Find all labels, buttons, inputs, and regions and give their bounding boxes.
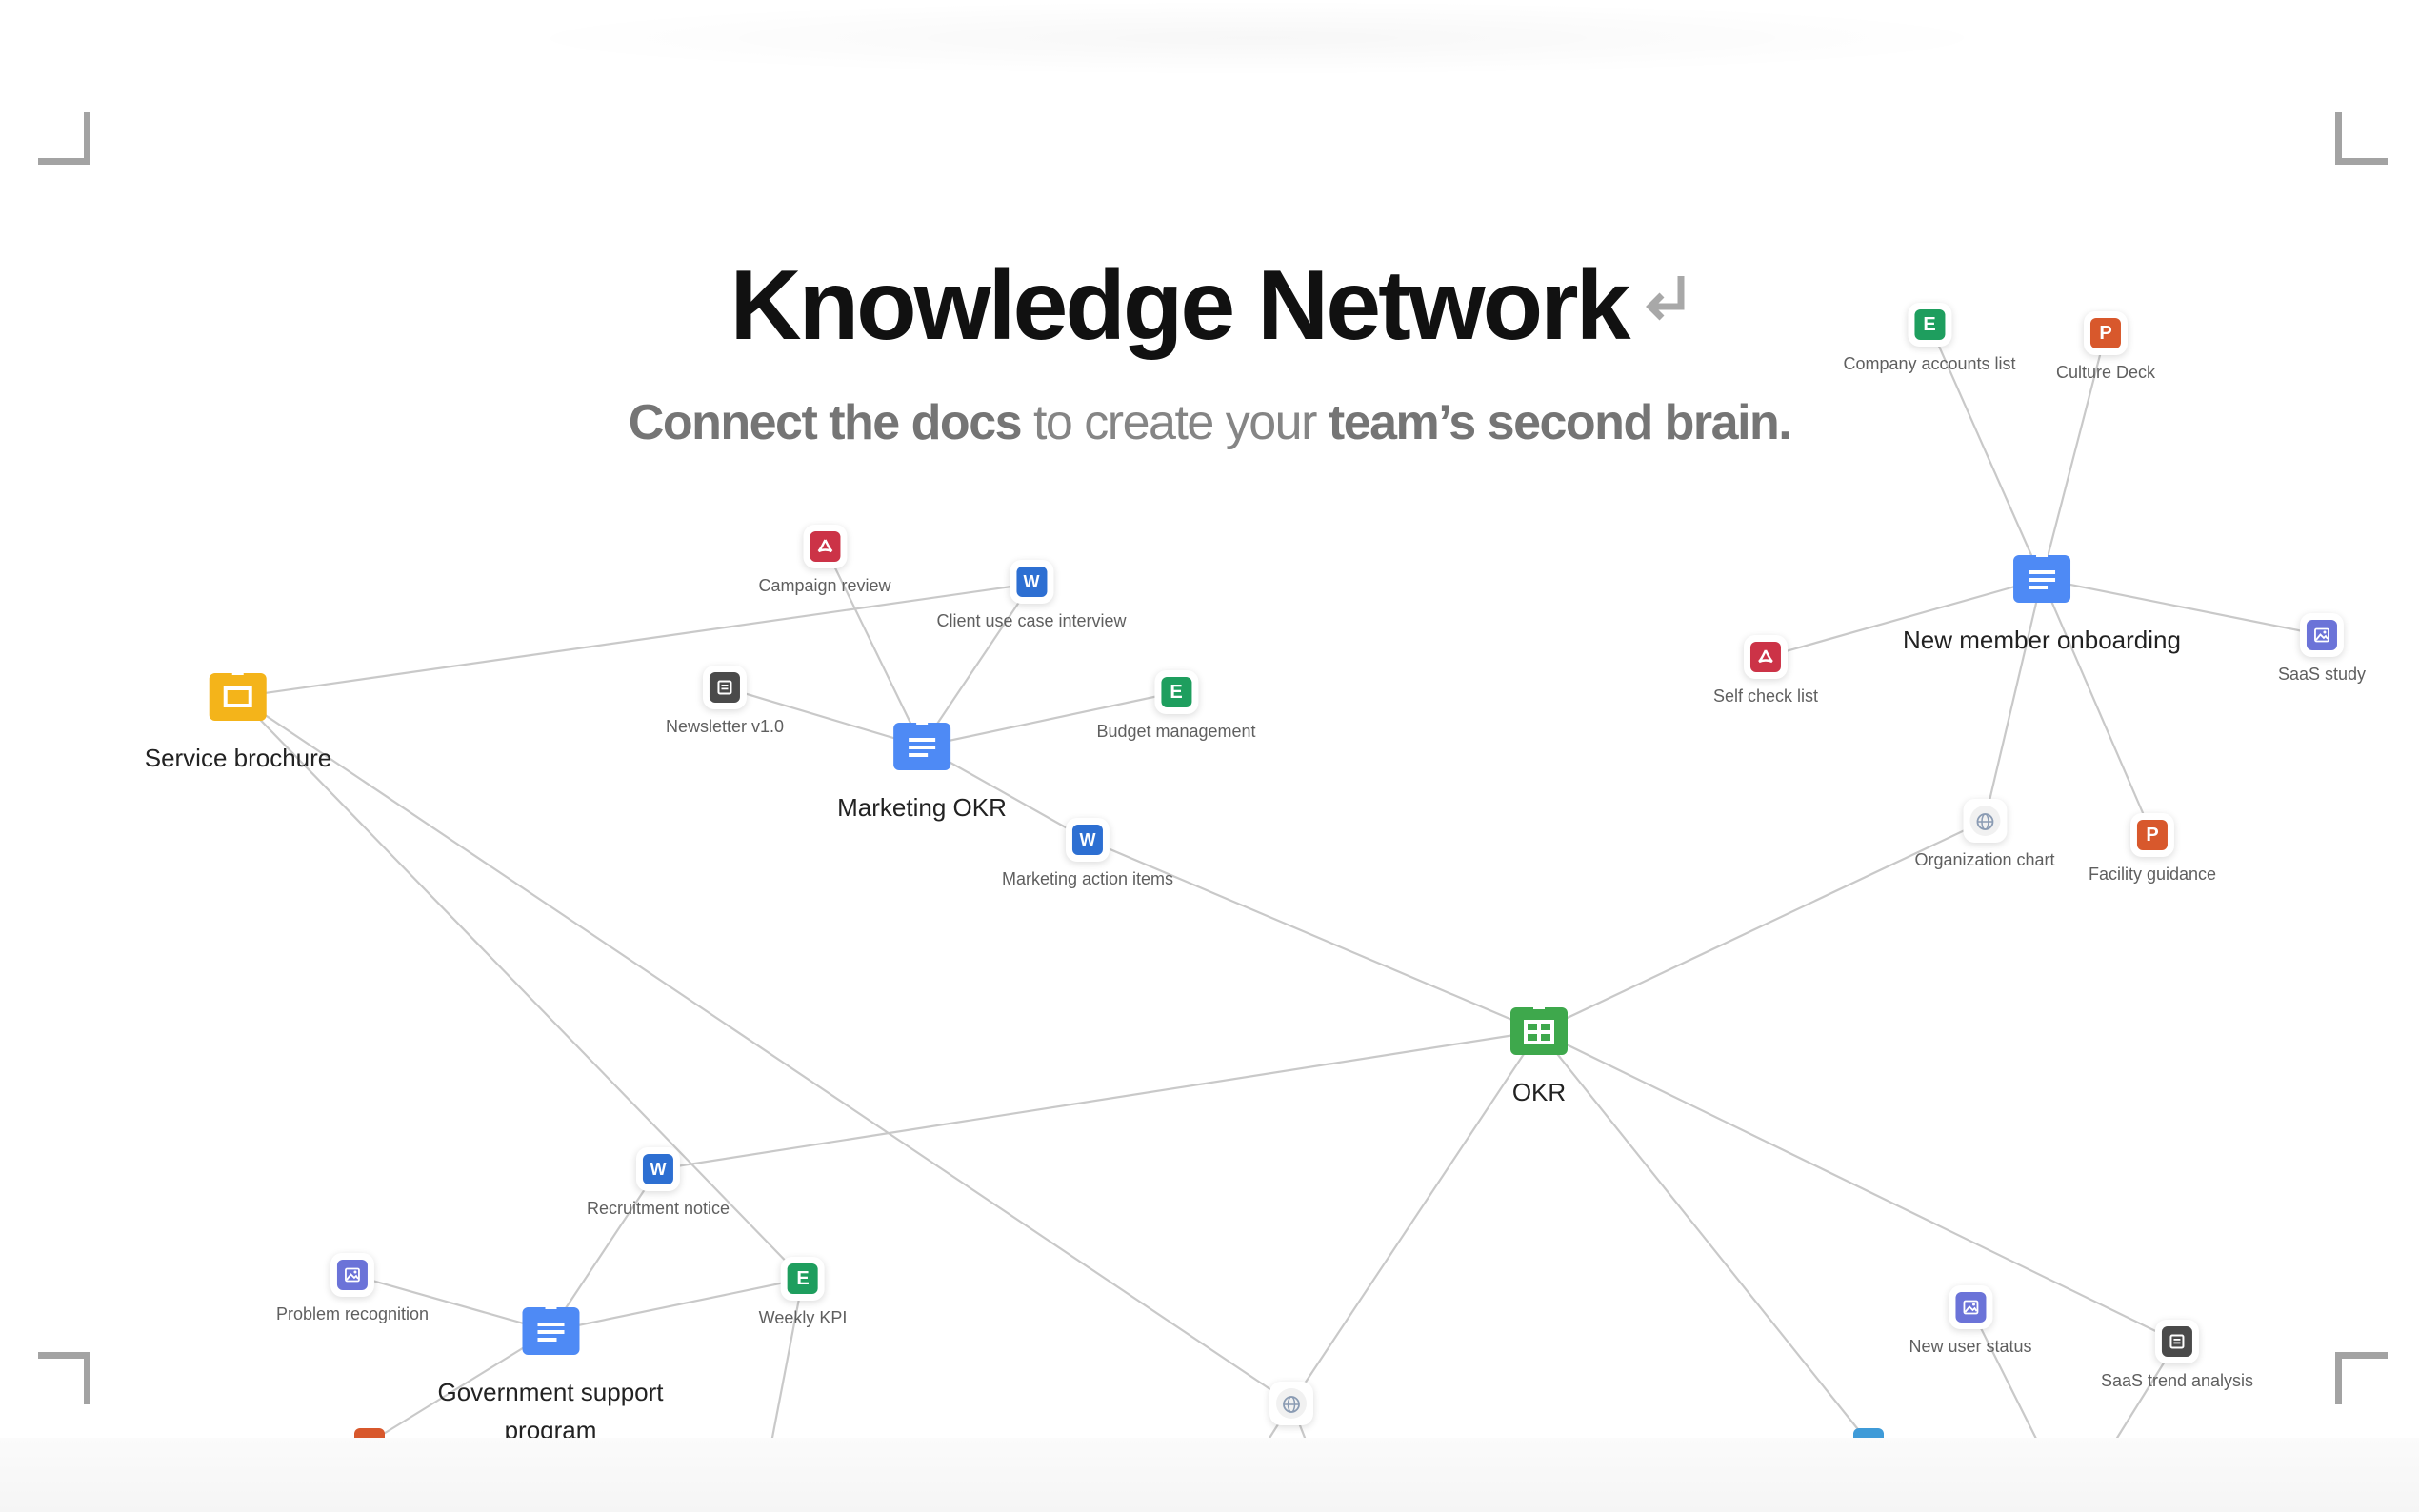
node-client-use-case-interview[interactable]: W Client use case interview: [936, 560, 1127, 631]
edge: [550, 1277, 804, 1333]
node-marketing-action-items[interactable]: W Marketing action items: [1002, 818, 1173, 889]
globe-icon: [1276, 1388, 1307, 1419]
edge: [1538, 820, 1986, 1032]
top-fade: [495, 0, 2019, 76]
edge: [237, 582, 1032, 699]
edge: [824, 546, 923, 747]
enter-icon: [1646, 275, 1685, 321]
node-new-member-onboarding[interactable]: New member onboarding: [1903, 541, 2181, 659]
bottom-fade: [0, 1438, 2419, 1512]
node-saas-study[interactable]: SaaS study: [2278, 613, 2366, 685]
edge: [1765, 577, 2043, 659]
edge: [724, 686, 923, 748]
excel-icon: E: [1161, 677, 1191, 707]
node-weekly-kpi[interactable]: E Weekly KPI: [759, 1257, 847, 1328]
edge: [2040, 332, 2108, 580]
edge: [351, 1273, 551, 1333]
image-icon: [337, 1260, 368, 1290]
node-service-brochure[interactable]: Service brochure: [145, 659, 331, 777]
node-government-support-program[interactable]: Government support program: [437, 1293, 664, 1449]
node-okr[interactable]: OKR: [1504, 993, 1574, 1111]
edge: [770, 1278, 805, 1443]
edge: [657, 1029, 1540, 1171]
edge: [1969, 1306, 2039, 1443]
image-icon: [2307, 620, 2337, 650]
corner-bracket-top-left: [38, 112, 90, 165]
edge: [921, 583, 1032, 747]
edge: [921, 690, 1177, 748]
page-subtitle: Connect the docs to create your team’s s…: [628, 395, 1792, 450]
sheet-doc-icon: [1510, 1002, 1568, 1055]
text-doc-icon: [2013, 549, 2070, 603]
corner-bracket-top-right: [2335, 112, 2388, 165]
corner-bracket-bottom-right: [2335, 1352, 2388, 1404]
node-problem-recognition[interactable]: Problem recognition: [276, 1253, 429, 1324]
page-title: Knowledge Network: [0, 249, 2419, 363]
node-marketing-okr[interactable]: Marketing OKR: [837, 708, 1007, 826]
globe-icon: [1969, 806, 2000, 836]
node-culture-deck[interactable]: P Culture Deck: [2056, 311, 2155, 383]
edge: [369, 1330, 551, 1443]
pdf-icon: [810, 531, 840, 562]
edge: [1087, 838, 1540, 1033]
edge: [237, 696, 1292, 1404]
edge: [2040, 578, 2154, 836]
text-doc-icon: [892, 717, 950, 770]
ppt-icon: P: [2136, 820, 2168, 850]
note-icon: [2162, 1326, 2192, 1357]
image-icon: [1955, 1292, 1986, 1323]
word-icon: W: [1016, 567, 1047, 597]
node-campaign-review[interactable]: Campaign review: [758, 525, 891, 596]
edge: [1983, 578, 2044, 822]
node-budget-management[interactable]: E Budget management: [1096, 670, 1256, 742]
edge: [1290, 1030, 1540, 1404]
edge: [550, 1168, 659, 1332]
corner-bracket-bottom-left: [38, 1352, 90, 1404]
node-new-user-status[interactable]: New user status: [1909, 1285, 2032, 1357]
node-company-accounts-list[interactable]: E Company accounts list: [1843, 303, 2016, 374]
word-icon: W: [1071, 825, 1103, 855]
node-web-page[interactable]: [1269, 1382, 1313, 1425]
node-facility-guidance[interactable]: P Facility guidance: [2089, 813, 2216, 885]
node-recruitment-notice[interactable]: W Recruitment notice: [587, 1147, 730, 1219]
excel-icon: E: [1914, 309, 1945, 340]
edge: [1928, 324, 2044, 580]
slides-doc-icon: [209, 667, 267, 721]
node-saas-trend-analysis[interactable]: SaaS trend analysis: [2101, 1320, 2253, 1391]
excel-icon: E: [787, 1263, 818, 1294]
pdf-icon: [1749, 642, 1781, 672]
edge: [237, 696, 804, 1280]
edge: [1538, 1030, 2178, 1343]
node-self-check-list[interactable]: Self check list: [1713, 635, 1818, 706]
ppt-icon: P: [2089, 318, 2121, 348]
text-doc-icon: [521, 1302, 579, 1355]
word-icon: W: [642, 1154, 673, 1184]
note-icon: [710, 672, 740, 703]
edge: [2041, 577, 2323, 637]
edge: [1538, 1030, 1869, 1443]
node-organization-chart[interactable]: Organization chart: [1914, 799, 2055, 870]
node-newsletter[interactable]: Newsletter v1.0: [666, 666, 784, 737]
